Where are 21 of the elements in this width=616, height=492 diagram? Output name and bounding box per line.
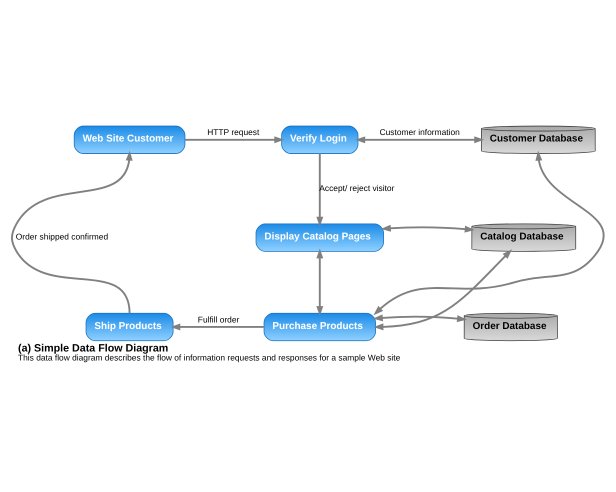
arrow bbox=[316, 248, 324, 316]
edge-label: Accept/ reject visitor bbox=[319, 182, 394, 193]
arrow bbox=[11, 150, 133, 314]
arrow bbox=[372, 314, 467, 322]
node-box: Display Catalog Pages bbox=[256, 223, 384, 252]
node-box: Web Site Customer bbox=[74, 126, 186, 154]
diagram-title: (a) Simple Data Flow Diagram bbox=[18, 342, 168, 355]
arrow bbox=[380, 224, 475, 233]
edge-label: Customer information bbox=[380, 127, 460, 138]
edge-label: Order shipped confirmed bbox=[16, 232, 108, 242]
arrow bbox=[373, 249, 512, 330]
arrow bbox=[316, 154, 324, 227]
edge-label: HTTP request bbox=[207, 127, 260, 138]
arrow bbox=[355, 136, 484, 144]
edge-label: Fulfill order bbox=[198, 314, 240, 324]
arrow bbox=[185, 136, 284, 144]
arrow bbox=[373, 150, 604, 316]
node-box: Purchase Products bbox=[264, 312, 376, 342]
arrow bbox=[170, 324, 264, 330]
node-box: Ship Products bbox=[86, 312, 174, 342]
node-box: Verify Login bbox=[281, 126, 358, 154]
